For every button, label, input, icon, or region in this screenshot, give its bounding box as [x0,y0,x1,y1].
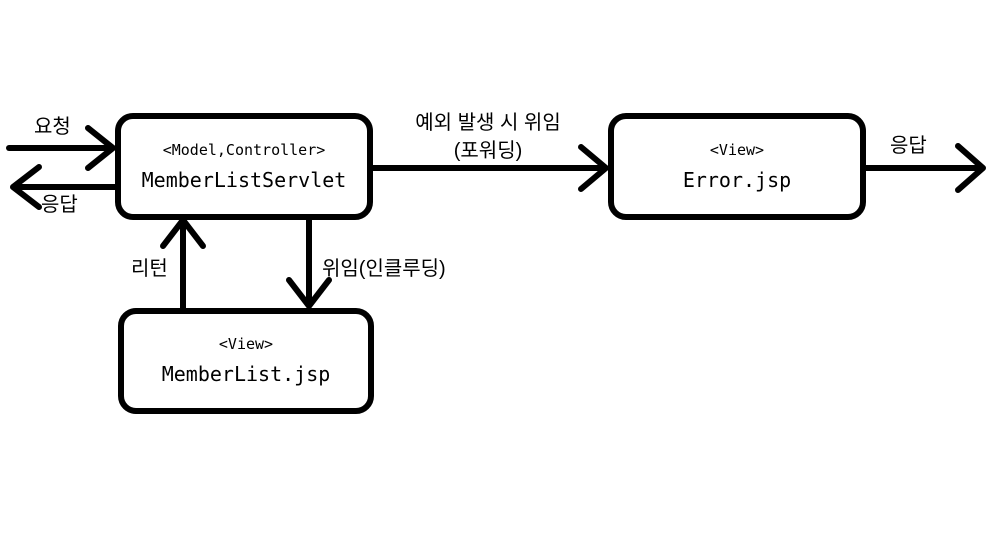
return-label: 리턴 [131,258,168,280]
forward-label: 예외 발생 시 위임 (포워딩) [396,109,580,165]
forward-label-line1: 예외 발생 시 위임 [415,112,561,134]
request-label: 요청 [34,116,71,138]
error-jsp-box: <View> Error.jsp [608,113,866,220]
servlet-box: <Model,Controller> MemberListServlet [115,113,373,220]
request-arrow [6,125,116,171]
servlet-name: MemberListServlet [141,167,347,192]
response-right-label: 응답 [890,135,927,157]
forward-arrow [369,144,609,192]
return-arrow [160,217,206,311]
memberlist-name: MemberList.jsp [161,362,331,386]
response-left-label: 응답 [41,194,78,216]
error-stereotype: <View> [709,140,765,159]
error-name: Error.jsp [682,167,792,192]
include-arrow [286,216,332,309]
response-left-arrow [10,164,118,210]
response-right-arrow [863,143,986,193]
forward-label-line2: (포워딩) [453,140,523,162]
memberlist-stereotype: <View> [218,335,274,353]
servlet-stereotype: <Model,Controller> [162,140,326,159]
include-label: 위임(인클루딩) [322,258,446,280]
memberlist-jsp-box: <View> MemberList.jsp [118,308,374,414]
